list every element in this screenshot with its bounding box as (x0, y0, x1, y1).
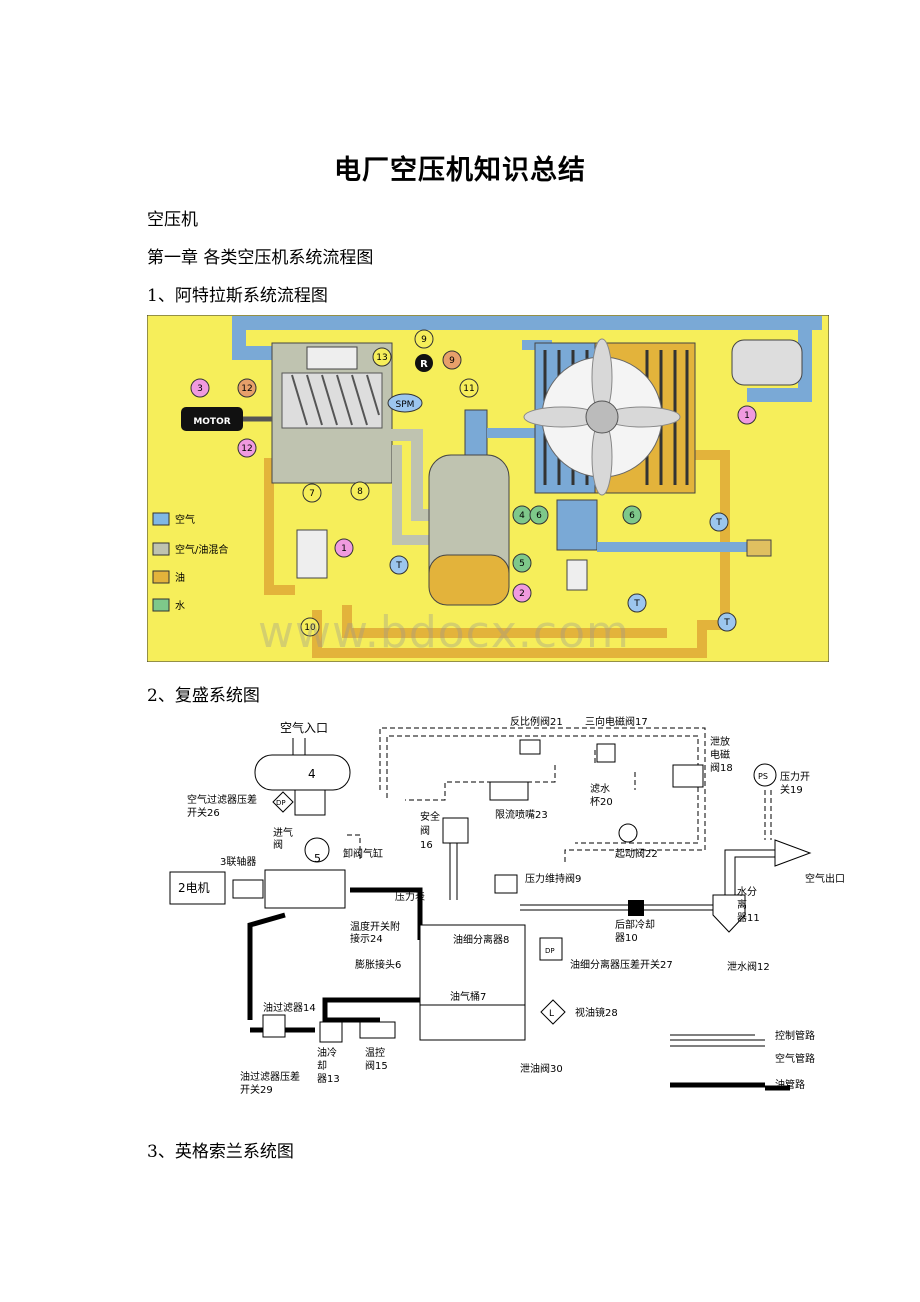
temp-label2: 接示24 (350, 932, 383, 945)
thermo-label2: 阀15 (365, 1059, 388, 1072)
air-out-label: 空气出口 (805, 872, 845, 885)
aftercooler-label: 后部冷却 (615, 918, 655, 931)
sep-dp-label: 油细分离器压差开关27 (570, 958, 673, 971)
safety-label: 安全 (420, 810, 440, 823)
safety-label2: 阀 (420, 824, 430, 837)
callout-1: 1 (341, 544, 347, 554)
paragraph-1: 空压机 (147, 210, 198, 230)
legend-air: 空气 (175, 513, 195, 526)
filter-cup-label: 滤水 (590, 782, 610, 795)
ps-switch-label: 压力开 (780, 770, 810, 783)
callout-8: 8 (357, 487, 363, 497)
start-valve-label: 起动阀22 (615, 847, 658, 860)
t-marker: T (633, 599, 640, 609)
filter-cup-label2: 杯20 (590, 795, 613, 808)
separator-label: 油细分离器8 (453, 933, 509, 946)
callout-2: 2 (519, 589, 525, 599)
fusheng-system-diagram: 空气入口 4 空气过滤器压差 开关26 DP 进气 阀 5 卸阀气缸 2电机 3… (165, 710, 845, 1110)
callout-11: 11 (463, 384, 474, 394)
vent-label2: 电磁 (710, 748, 730, 761)
watermark: www.bdocx.com (258, 607, 630, 658)
l-label: L (549, 1009, 554, 1019)
callout-7: 7 (309, 489, 315, 499)
tank-label: 油气桶7 (450, 990, 486, 1003)
oil-cooler-label: 油冷 (317, 1046, 337, 1059)
vent-label: 泄放 (710, 735, 730, 748)
callout-10: 10 (304, 623, 316, 633)
drain-label: 泄水阀12 (727, 960, 770, 973)
ps-switch-label2: 关19 (780, 783, 803, 796)
t-marker: T (723, 618, 730, 628)
water-sep-label2: 离 (737, 898, 747, 911)
air-filter-dp-label: 空气过滤器压差 (187, 793, 257, 806)
callout-1: 1 (744, 411, 750, 421)
spm-label: SPM (396, 400, 415, 410)
reverse-valve-label: 反比例阀21 (510, 715, 563, 728)
oil-cooler-label3: 器13 (317, 1073, 340, 1085)
min-p-label: 压力维持阀9 (525, 872, 581, 885)
muffler-label: 限流喷嘴23 (495, 808, 548, 821)
temp-label: 温度开关附 (350, 920, 400, 933)
t-marker: T (395, 561, 402, 571)
expansion-label: 膨胀接头6 (355, 958, 401, 971)
water-sep-label3: 器11 (737, 912, 760, 924)
callout-12: 12 (241, 384, 252, 394)
water-sep-label: 水分 (737, 886, 757, 898)
r-label: R (420, 359, 428, 370)
callout-5: 5 (519, 559, 525, 569)
three-way-label: 三向电磁阀17 (585, 715, 648, 728)
callout-13: 13 (376, 353, 387, 363)
dp-label: DP (545, 947, 555, 955)
oil-filter-dp-label2: 开关29 (240, 1083, 273, 1096)
air-filter-dp-label2: 开关26 (187, 806, 220, 819)
callout-6: 6 (629, 511, 635, 521)
page-title: 电厂空压机知识总结 (334, 155, 586, 186)
section-heading-2: 2、复盛系统图 (147, 686, 260, 706)
callout-3: 3 (197, 384, 203, 394)
coupling-label: 3联轴器 (220, 855, 256, 868)
legend-water: 水 (175, 600, 185, 612)
legend-mix: 空气/油混合 (175, 543, 228, 556)
oil-cooler-label2: 却 (317, 1060, 327, 1072)
callout-9: 9 (421, 335, 427, 345)
t-marker: T (715, 518, 722, 528)
aftercooler-label2: 器10 (615, 932, 638, 944)
label-4: 4 (308, 767, 316, 781)
chapter-heading: 第一章 各类空压机系统流程图 (147, 248, 374, 268)
dp-label: DP (276, 799, 286, 807)
sight-label: 视油镜28 (575, 1006, 618, 1019)
thermo-label: 温控 (365, 1046, 385, 1059)
label-5: 5 (314, 852, 321, 865)
callout-9: 9 (449, 356, 455, 366)
callout-4: 4 (519, 511, 525, 521)
ps-label: PS (758, 772, 768, 781)
oil-filter-dp-label: 油过滤器压差 (240, 1070, 300, 1083)
unload-label: 卸阀气缸 (343, 847, 383, 860)
motor-label: 2电机 (178, 881, 210, 895)
legend-air: 空气管路 (775, 1052, 815, 1065)
legend-control: 控制管路 (775, 1029, 815, 1042)
safety-label3: 16 (420, 840, 433, 851)
oil-filter-label: 油过滤器14 (263, 1001, 316, 1014)
air-inlet-label: 空气入口 (280, 720, 328, 735)
callout-6: 6 (536, 511, 542, 521)
inlet-label2: 阀 (273, 838, 283, 851)
atlas-flow-diagram: MOTOR SPM R T T T T 1 3 1 (147, 315, 829, 662)
vent-label3: 阀18 (710, 761, 733, 774)
legend-oil: 油 (175, 571, 185, 584)
section-heading-1: 1、阿特拉斯系统流程图 (147, 286, 328, 306)
oil-drain-label: 泄油阀30 (520, 1062, 563, 1075)
motor-label: MOTOR (193, 417, 230, 427)
section-heading-3: 3、英格索兰系统图 (147, 1142, 294, 1162)
callout-12: 12 (241, 444, 252, 454)
inlet-label: 进气 (273, 826, 293, 839)
gauge-label: 压力表 (395, 890, 425, 903)
legend-oil: 油管路 (775, 1078, 805, 1091)
